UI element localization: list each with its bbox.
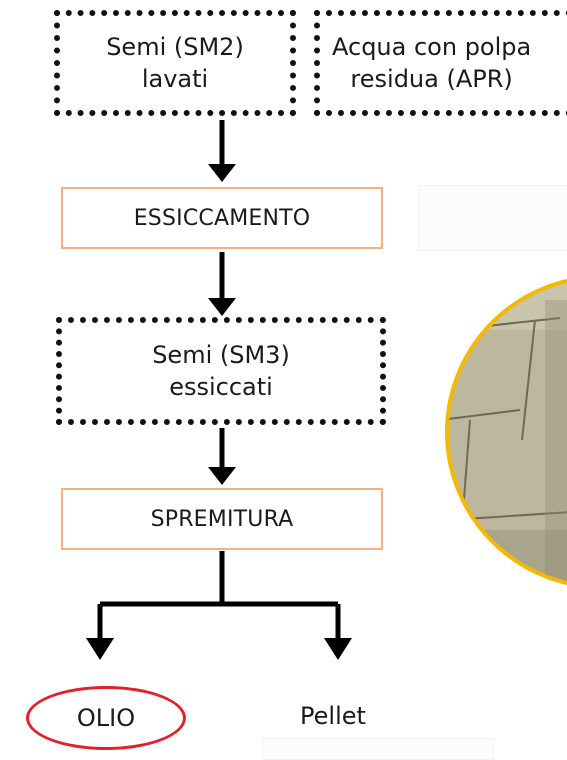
node-acqua-apr-line2: residua (APR) [350, 65, 513, 93]
node-semi-sm3-line1: Semi (SM3) [152, 341, 290, 369]
arrowhead-pellet [324, 638, 352, 660]
background-panel-right [418, 185, 567, 251]
node-acqua-apr: Acqua con polpa residua (APR) [314, 10, 567, 116]
arrowhead-olio [86, 638, 114, 660]
process-spremitura-label: SPREMITURA [150, 506, 294, 532]
process-essiccamento-label: ESSICCAMENTO [133, 205, 311, 231]
node-semi-sm2-line2: lavati [141, 65, 209, 93]
node-semi-sm2: Semi (SM2) lavati [54, 10, 296, 116]
photo-ring [445, 278, 567, 586]
node-semi-sm3-line2: essiccati [169, 373, 273, 401]
arrowhead-3 [208, 467, 236, 485]
output-pellet-label: Pellet [300, 702, 366, 730]
output-pellet: Pellet [278, 694, 388, 738]
process-spremitura: SPREMITURA [61, 488, 383, 550]
process-essiccamento: ESSICCAMENTO [61, 187, 383, 249]
node-semi-sm2-line1: Semi (SM2) [106, 33, 244, 61]
output-olio-label: OLIO [76, 704, 136, 732]
arrowhead-2 [208, 298, 236, 316]
photo-seeds-circle [447, 277, 567, 587]
arrowhead-1 [208, 164, 236, 182]
output-olio: OLIO [26, 686, 186, 750]
node-acqua-apr-line1: Acqua con polpa [332, 33, 532, 61]
node-semi-sm3: Semi (SM3) essiccati [56, 317, 386, 425]
